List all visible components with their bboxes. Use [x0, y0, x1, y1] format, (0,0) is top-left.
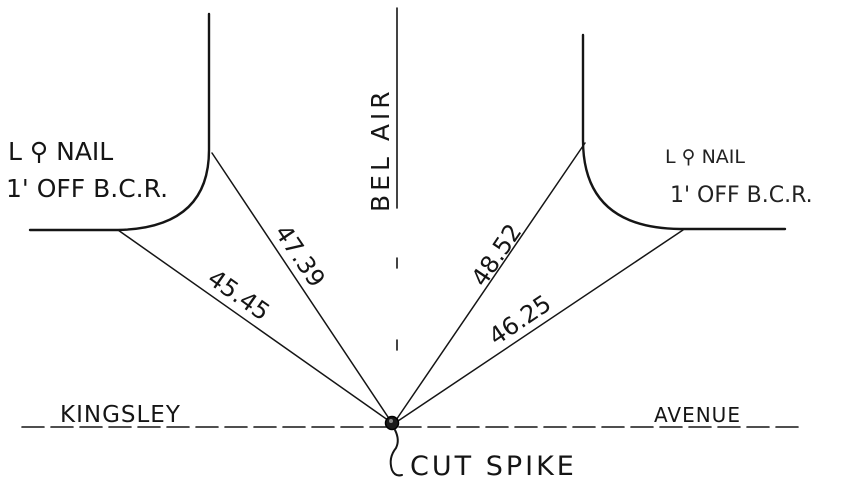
right-block-curb: [581, 33, 787, 231]
measurement-left-inner: 47.39: [269, 220, 331, 293]
measurement-right-inner: 48.52: [466, 219, 528, 292]
tie-line-left-inner: [211, 152, 393, 424]
right-marker-label-line2: 1' OFF B.C.R.: [670, 183, 813, 208]
left-marker-label-line2: 1' OFF B.C.R.: [6, 174, 168, 203]
right-marker-label-line1: L ⚲ NAIL: [665, 146, 745, 168]
measurement-right-outer: 46.25: [484, 289, 557, 351]
left-block-curb: [28, 12, 211, 232]
street-label-avenue: AVENUE: [654, 403, 741, 427]
tie-line-right-inner: [393, 142, 586, 424]
tie-line-right-outer: [394, 229, 684, 424]
cut-spike-highlight: [389, 419, 393, 423]
cut-spike-leader: [389, 429, 403, 477]
tie-line-left-outer: [117, 229, 393, 424]
cut-spike-marker: [384, 415, 400, 431]
street-label-kingsley: KINGSLEY: [60, 402, 181, 428]
cut-spike-label: CUT SPIKE: [410, 451, 577, 482]
street-label-bel-air: BEL AIR: [366, 87, 395, 212]
left-marker-label-line1: L ⚲ NAIL: [8, 137, 113, 166]
measurement-left-outer: 45.45: [203, 264, 275, 326]
